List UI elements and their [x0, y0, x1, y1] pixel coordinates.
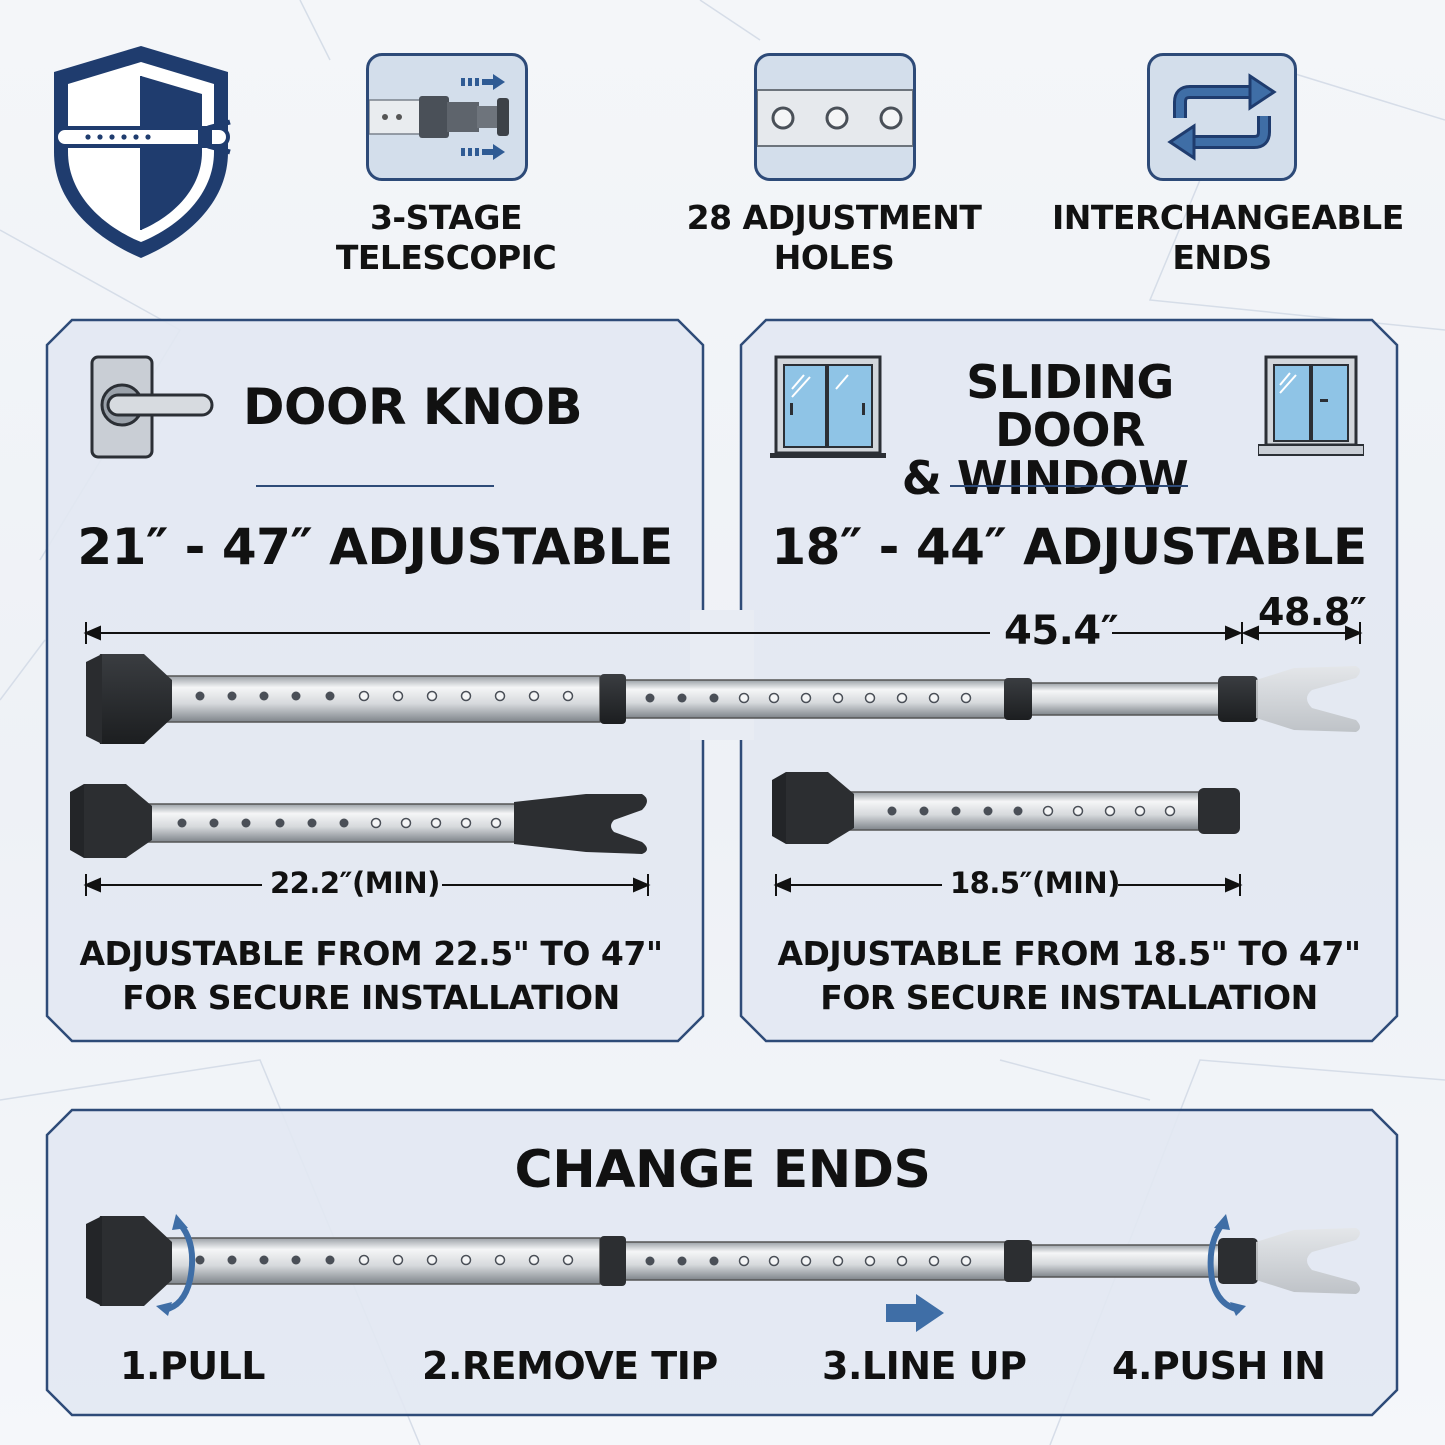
door-knob-divider	[256, 485, 494, 487]
sliding-door-icon	[770, 355, 886, 458]
step-push-in: 4.PUSH IN	[1112, 1344, 1326, 1388]
line-up-arrow-icon	[886, 1294, 944, 1332]
sliding-note: ADJUSTABLE FROM 18.5" TO 47"FOR SECURE I…	[777, 934, 1361, 1017]
door-knob-title: DOOR KNOB	[243, 378, 583, 436]
ends-feature-card	[1147, 53, 1297, 181]
window-icon	[1258, 355, 1364, 456]
telescopic-feature-card	[366, 53, 528, 181]
step-line-up: 3.LINE UP	[822, 1344, 1027, 1388]
change-ends-title: CHANGE ENDS	[514, 1140, 931, 1200]
door-knob-note: ADJUSTABLE FROM 22.5" TO 47"FOR SECURE I…	[79, 934, 663, 1017]
full-length-with-tip-label: 48.8″	[1258, 590, 1367, 634]
door-knob-min-label: 22.2″(MIN)	[270, 866, 440, 900]
full-length-label: 45.4″	[1004, 608, 1119, 654]
change-ends-bar	[86, 1214, 1360, 1316]
telescopic-tube-icon	[368, 74, 509, 160]
door-handle-icon	[90, 355, 214, 459]
step-remove-tip: 2.REMOVE TIP	[422, 1344, 718, 1388]
sliding-title: SLIDING DOOR & WINDOW	[901, 355, 1189, 505]
extended-bar	[86, 654, 1360, 744]
sliding-range: 18″ - 44″ ADJUSTABLE	[771, 518, 1367, 576]
adjustment-holes-icon	[756, 89, 914, 147]
step-pull: 1.PULL	[120, 1344, 266, 1388]
swap-arrows-icon	[1167, 73, 1277, 161]
sliding-divider	[950, 485, 1188, 487]
door-knob-range: 21″ - 47″ ADJUSTABLE	[77, 518, 673, 576]
door-knob-min-bar	[70, 784, 647, 858]
holes-feature-card	[754, 53, 916, 181]
shield-logo	[54, 46, 231, 258]
sliding-min-label: 18.5″(MIN)	[950, 866, 1120, 900]
sliding-min-bar	[772, 772, 1240, 844]
